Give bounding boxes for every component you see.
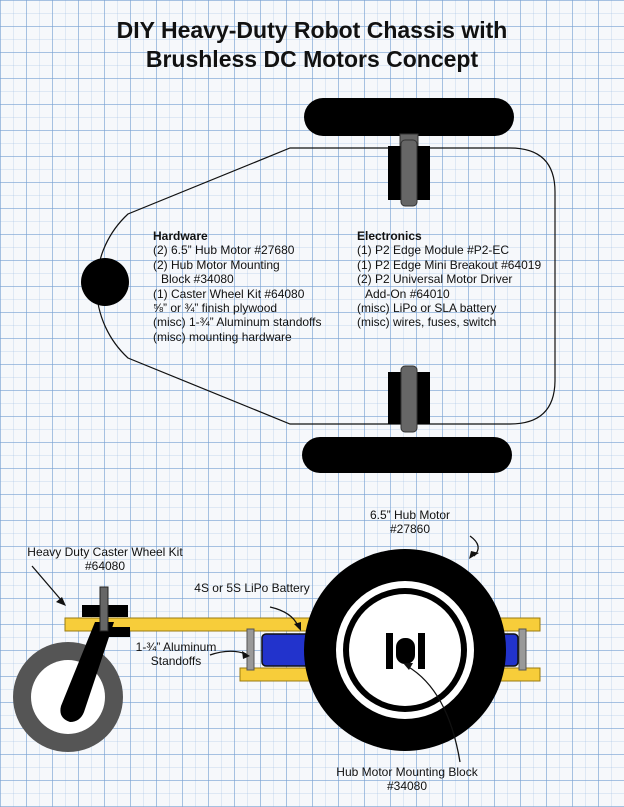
hardware-item: (2) Hub Motor Mounting <box>153 257 280 272</box>
hardware-item: (misc) 1-¾” Aluminum standoffs <box>153 315 322 330</box>
hardware-item: (2) 6.5” Hub Motor #27680 <box>153 243 295 258</box>
caster-stem-nut <box>93 627 130 637</box>
top-wheel-assembly <box>304 98 514 207</box>
electronics-heading: Electronics <box>357 229 422 243</box>
hub-motor-arrowhead <box>469 551 479 559</box>
bottom-motor-hub <box>400 365 418 433</box>
standoffs-label: 1-¾” Aluminum Standoffs <box>128 640 224 668</box>
electronics-item: Add-On #64010 <box>365 286 450 301</box>
electronics-item: (2) P2 Universal Motor Driver <box>357 272 513 287</box>
caster-mount-circle <box>81 258 129 306</box>
electronics-item: (misc) wires, fuses, switch <box>357 315 497 330</box>
mount-block-arrow <box>406 665 461 763</box>
mount-block-label-line1: Hub Motor Mounting Block <box>336 765 478 779</box>
left-standoff <box>246 628 255 671</box>
bottom-wheel-assembly <box>302 365 512 473</box>
mount-block-left <box>386 633 393 669</box>
hardware-item: ⅝” or ¾” finish plywood <box>153 301 278 316</box>
electronics-list: Electronics (1) P2 Edge Module #P2-EC (1… <box>357 229 541 330</box>
mount-block-arrowhead <box>403 663 413 670</box>
caster-arrow <box>31 565 63 602</box>
mount-block-right <box>418 633 425 669</box>
hub-motor-label-line2: #27860 <box>389 522 431 536</box>
electronics-item: (1) P2 Edge Mini Breakout #64019 <box>357 257 542 272</box>
hardware-item: (1) Caster Wheel Kit #64080 <box>153 286 305 301</box>
caster-arrowhead <box>56 597 66 606</box>
caster-label-line1: Heavy Duty Caster Wheel Kit <box>27 545 183 559</box>
arrow-heads <box>56 551 479 670</box>
bottom-wheel-tire <box>302 437 512 473</box>
title-line-2: Brushless DC Motors Concept <box>145 46 479 72</box>
electronics-item: (1) P2 Edge Module #P2-EC <box>357 243 510 258</box>
battery-arrowhead <box>294 622 301 631</box>
caster-fork <box>60 622 114 722</box>
hardware-item: (misc) mounting hardware <box>153 329 292 344</box>
electronics-item: (misc) LiPo or SLA battery <box>357 301 497 316</box>
standoffs-arrowhead <box>242 651 250 659</box>
mount-block-label-line2: #34080 <box>386 779 428 793</box>
standoffs-label-line2: Standoffs <box>150 654 202 668</box>
hardware-heading: Hardware <box>153 229 208 243</box>
right-standoff <box>518 628 527 671</box>
battery-label: 4S or 5S LiPo Battery <box>182 581 322 595</box>
hub-motor-label-line1: 6.5” Hub Motor <box>369 508 451 522</box>
caster-label: Heavy Duty Caster Wheel Kit #64080 <box>10 545 200 573</box>
caster-bolt <box>99 586 109 632</box>
battery-label-line1: 4S or 5S LiPo Battery <box>194 581 310 595</box>
hardware-list: Hardware (2) 6.5” Hub Motor #27680 (2) H… <box>153 229 322 344</box>
diagram-title: DIY Heavy-Duty Robot Chassis with Brushl… <box>0 16 624 74</box>
hub-motor-wheel-side <box>304 549 506 751</box>
callout-arrows <box>31 535 479 763</box>
caster-label-line2: #64080 <box>84 559 126 573</box>
standoffs-label-line1: 1-¾” Aluminum <box>135 640 217 654</box>
top-wheel-tire <box>304 98 514 136</box>
mount-block-label: Hub Motor Mounting Block #34080 <box>322 765 492 793</box>
title-line-1: DIY Heavy-Duty Robot Chassis with <box>116 17 508 43</box>
hardware-item: Block #34080 <box>161 272 234 287</box>
top-motor-hub <box>400 139 418 207</box>
caster-wheel-assembly <box>13 586 130 752</box>
hub-motor-label: 6.5” Hub Motor #27860 <box>360 508 460 536</box>
mount-block-center <box>396 638 415 664</box>
